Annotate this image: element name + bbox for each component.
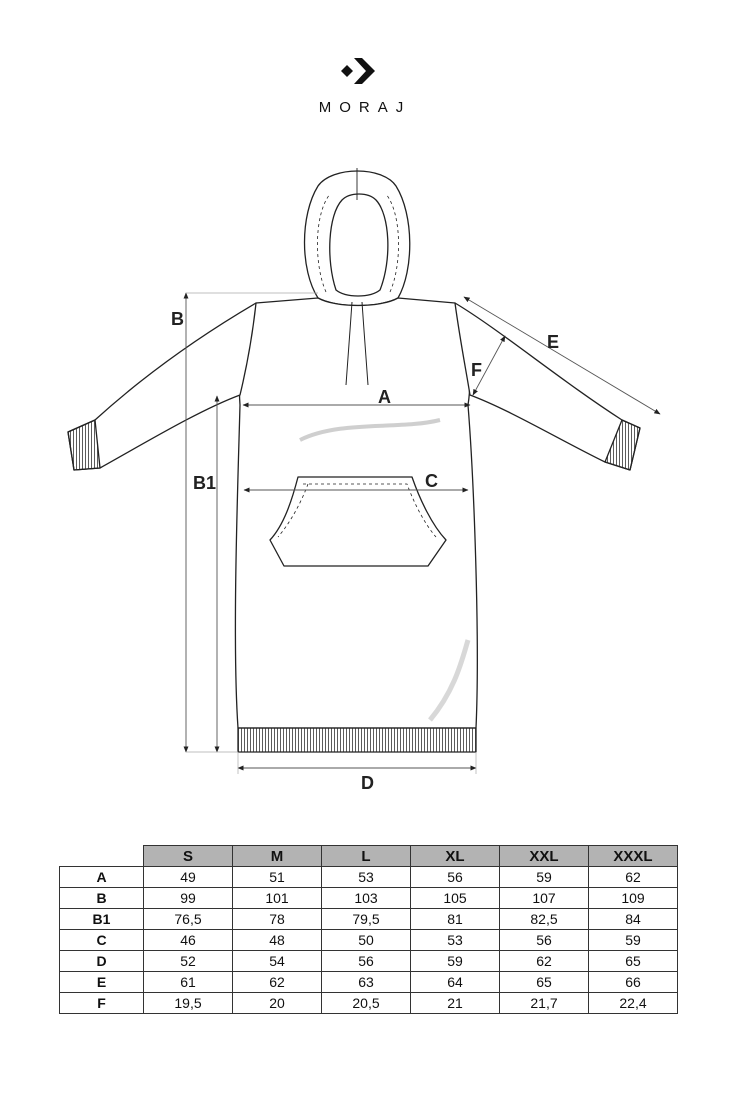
table-cell: 65 [588,950,678,972]
table-cell: 51 [232,866,322,888]
row-label: D [59,950,144,972]
table-cell: 105 [410,887,500,909]
label-B: B [171,309,184,329]
kangaroo-pocket [269,476,447,567]
table-cell: 52 [143,950,233,972]
hem-band [237,727,477,753]
table-cell: 62 [232,971,322,993]
table-cell: 99 [143,887,233,909]
table-cell: 62 [588,866,678,888]
table-cell: 20 [232,992,322,1014]
table-cell: 103 [321,887,411,909]
size-header: XXL [499,845,589,867]
row-label: B [59,887,144,909]
table-cell: 56 [321,950,411,972]
size-header: L [321,845,411,867]
label-D: D [361,773,374,793]
row-label: E [59,971,144,993]
table-cell: 101 [232,887,322,909]
table-cell: 19,5 [143,992,233,1014]
table-cell: 21,7 [499,992,589,1014]
size-header: M [232,845,322,867]
table-cell: 22,4 [588,992,678,1014]
table-cell: 49 [143,866,233,888]
table-cell: 62 [499,950,589,972]
table-cell: 82,5 [499,908,589,930]
garment-outline [67,168,641,753]
label-B1: B1 [193,473,216,493]
table-cell: 48 [232,929,322,951]
label-C: C [425,471,438,491]
size-header: XL [410,845,500,867]
table-cell: 63 [321,971,411,993]
dim-line-F [472,335,506,396]
row-label: A [59,866,144,888]
brand-name: MORAJ [318,99,412,116]
table-cell: 53 [410,929,500,951]
table-cell: 56 [499,929,589,951]
table-cell: 56 [410,866,500,888]
table-corner [59,845,144,867]
table-cell: 64 [410,971,500,993]
label-E: E [547,332,559,352]
row-label: C [59,929,144,951]
hood-opening [329,193,389,297]
table-cell: 53 [321,866,411,888]
row-label: F [59,992,144,1014]
table-cell: 76,5 [143,908,233,930]
right-cuff [604,419,641,471]
table-cell: 79,5 [321,908,411,930]
moraj-logo-mark [341,58,375,84]
table-cell: 46 [143,929,233,951]
table-cell: 78 [232,908,322,930]
table-cell: 20,5 [321,992,411,1014]
table-cell: 107 [499,887,589,909]
table-cell: 59 [499,866,589,888]
size-header: S [143,845,233,867]
label-F: F [471,360,482,380]
drawstring-right [361,301,369,386]
table-cell: 21 [410,992,500,1014]
table-cell: 66 [588,971,678,993]
table-cell: 59 [410,950,500,972]
table-cell: 65 [499,971,589,993]
table-cell: 50 [321,929,411,951]
left-cuff [67,419,101,471]
row-label: B1 [59,908,144,930]
hoodie-dress-diagram: A B B1 C D E F [67,168,661,793]
label-A: A [378,387,391,407]
dimension-lines [183,292,661,774]
table-cell: 59 [588,929,678,951]
moraj-logo [341,58,375,84]
table-cell: 54 [232,950,322,972]
table-cell: 61 [143,971,233,993]
drawstring-left [345,301,353,386]
size-header: XXXL [588,845,678,867]
size-header-row: S M L XL XXL XXXL [59,845,678,867]
table-cell: 81 [410,908,500,930]
table-cell: 109 [588,887,678,909]
table-cell: 84 [588,908,678,930]
dim-line-E [463,296,661,415]
